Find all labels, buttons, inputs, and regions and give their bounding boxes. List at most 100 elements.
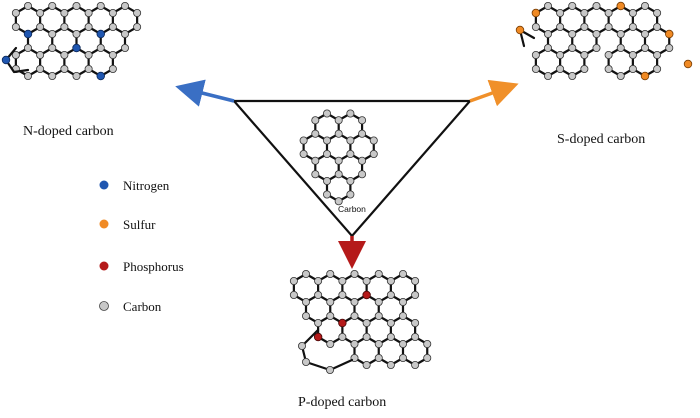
arrow-to-s-doped: [469, 79, 519, 107]
carbon-atom: [358, 116, 367, 125]
carbon-atom: [338, 290, 347, 299]
carbon-dot-icon: [99, 301, 109, 311]
carbon-atom: [544, 29, 553, 38]
carbon-atom: [326, 311, 335, 320]
carbon-atom: [48, 44, 57, 53]
center-carbon-label: Carbon: [338, 204, 366, 214]
carbon-atom: [322, 136, 331, 145]
carbon-atom: [616, 29, 625, 38]
carbon-atom: [108, 8, 117, 17]
carbon-atom: [133, 22, 142, 31]
carbon-atom: [423, 353, 432, 362]
carbon-atom: [580, 22, 589, 31]
carbon-atom: [358, 129, 367, 138]
carbon-atom: [358, 170, 367, 179]
carbon-atom: [48, 29, 57, 38]
bond: [4, 46, 30, 74]
sulfur-atom: [616, 1, 625, 11]
sulfur-dot-icon: [99, 219, 109, 229]
carbon-atom: [108, 51, 117, 60]
central-triangle: [231, 99, 473, 238]
carbon-atom: [362, 332, 371, 341]
carbon-atom: [334, 170, 343, 179]
carbon-atom: [640, 29, 649, 38]
carbon-atom: [653, 8, 662, 17]
carbon-atom: [592, 44, 601, 53]
carbon-atom: [11, 22, 20, 31]
carbon-atom: [346, 136, 355, 145]
carbon-atom: [299, 136, 308, 145]
carbon-atom: [36, 8, 45, 17]
carbon-atom: [411, 276, 420, 285]
carbon-atom: [338, 276, 347, 285]
carbon-atom: [60, 8, 69, 17]
sulfur-atom: [640, 71, 650, 81]
carbon-atom: [322, 149, 331, 158]
carbon-atom: [411, 290, 420, 299]
carbon-atom: [616, 72, 625, 81]
carbon-atom: [386, 290, 395, 299]
sulfur-atom: [665, 29, 674, 39]
carbon-atom: [556, 51, 565, 60]
carbon-atom: [120, 2, 129, 10]
carbon-atom: [556, 65, 565, 74]
carbon-atom: [108, 65, 117, 74]
carbon-atom: [544, 72, 553, 81]
carbon-atom: [133, 8, 142, 17]
carbon-atom: [568, 2, 577, 10]
carbon-atom: [326, 297, 335, 306]
carbon-atom: [386, 360, 395, 369]
carbon-atom: [301, 311, 310, 320]
carbon-atom: [628, 22, 637, 31]
carbon-atom: [358, 156, 367, 165]
carbon-atom: [84, 51, 93, 60]
carbon-atom: [568, 29, 577, 38]
carbon-atom: [322, 176, 331, 185]
carbon-atom: [362, 360, 371, 369]
carbon-atom: [60, 65, 69, 74]
carbon-atom: [338, 332, 347, 341]
carbon-atom: [311, 156, 320, 165]
s-doped-label: S-doped carbon: [557, 132, 645, 147]
phosphorus-atom: [313, 332, 323, 342]
p-doped-label: P-doped carbon: [298, 395, 386, 410]
carbon-atom: [84, 22, 93, 31]
carbon-atom: [544, 44, 553, 53]
nitrogen-atom: [96, 71, 105, 81]
carbon-atom: [531, 22, 540, 31]
carbon-atom: [374, 353, 383, 362]
carbon-atom: [350, 311, 359, 320]
carbon-atom: [84, 65, 93, 74]
carbon-atom: [531, 51, 540, 60]
carbon-atom: [350, 339, 359, 348]
carbon-atom: [369, 136, 378, 145]
carbon-atom: [96, 2, 105, 10]
carbon-atom: [334, 116, 343, 125]
p-doped-lattice: [289, 269, 432, 374]
carbon-atom: [297, 341, 306, 350]
arrow-to-n-doped: [175, 79, 235, 107]
carbon-atom: [653, 65, 662, 74]
carbon-atom: [568, 72, 577, 81]
carbon-atom: [362, 318, 371, 327]
carbon-atom: [423, 339, 432, 348]
carbon-atom: [653, 51, 662, 60]
carbon-atom: [334, 129, 343, 138]
carbon-atom: [289, 290, 298, 299]
phosphorus-dot-icon: [99, 261, 109, 271]
carbon-atom: [628, 65, 637, 74]
carbon-atom: [311, 170, 320, 179]
carbon-atom: [23, 2, 32, 10]
carbon-atom: [568, 44, 577, 53]
carbon-atom: [592, 29, 601, 38]
nitrogen-atom: [23, 29, 33, 39]
carbon-atom: [334, 156, 343, 165]
legend-label-carbon: Carbon: [123, 299, 162, 314]
carbon-atom: [311, 129, 320, 138]
legend-item-phosphorus: Phosphorus: [99, 259, 184, 274]
carbon-atom: [120, 44, 129, 53]
sulfur-atom: [515, 25, 525, 35]
carbon-atom: [36, 51, 45, 60]
carbon-atom: [11, 8, 20, 17]
